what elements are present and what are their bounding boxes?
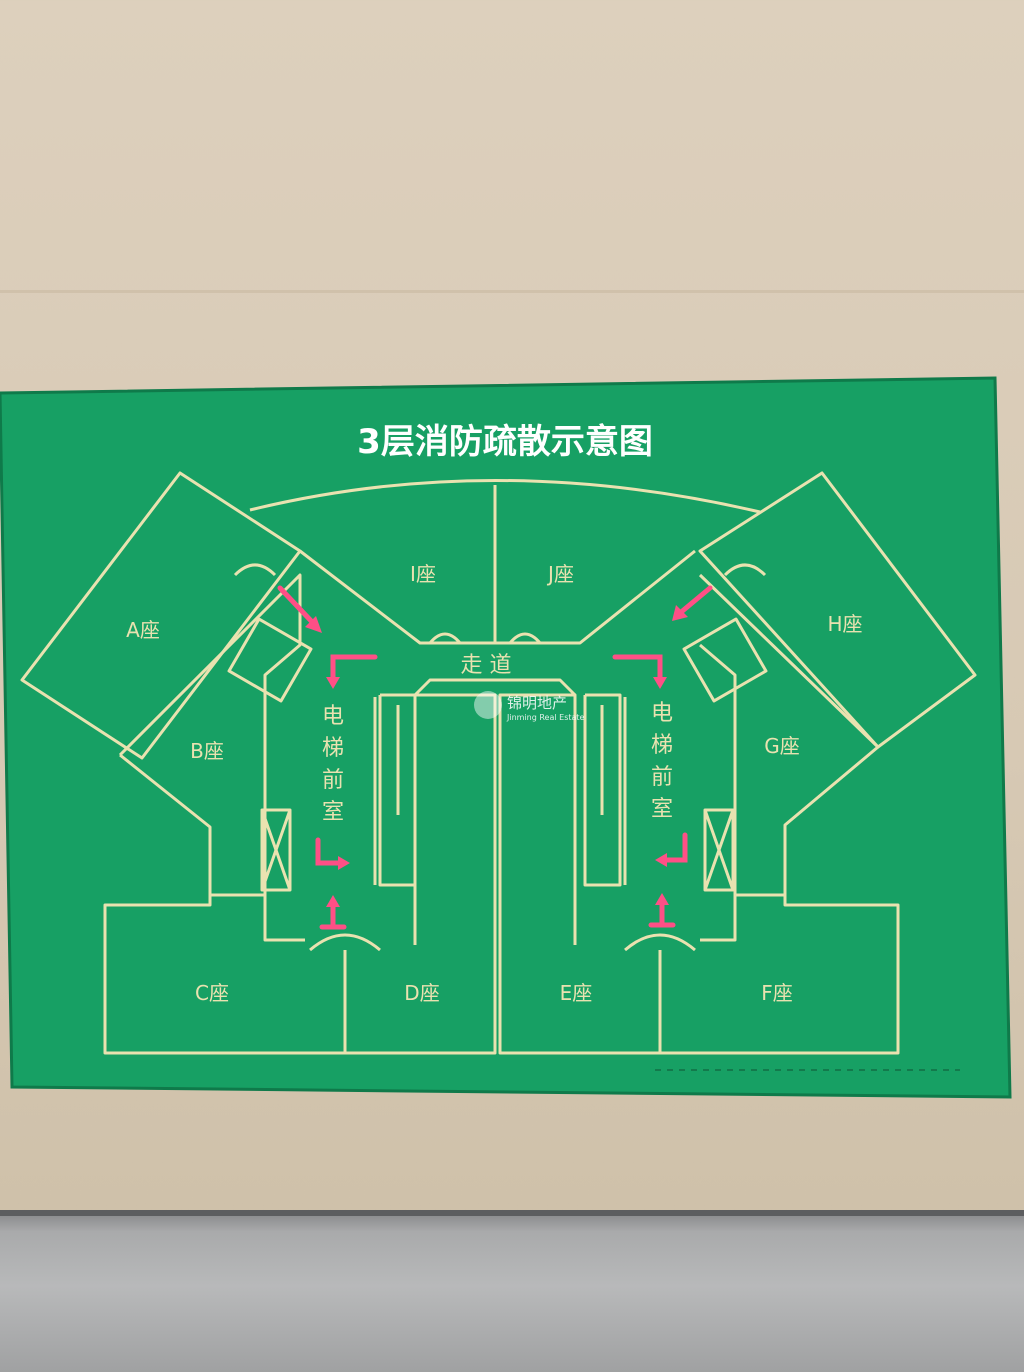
lobby-left-char-3: 前 — [322, 768, 344, 793]
arrow-right-diagonal — [677, 585, 713, 616]
sign-board — [0, 378, 1010, 1097]
left-shaft-2 — [260, 808, 292, 892]
label-wing-a: A座 — [126, 618, 160, 642]
wing-c-outline — [103, 855, 347, 1055]
arrow-right-down-head — [655, 853, 667, 867]
arrow-right-corridor-head — [653, 677, 667, 689]
right-stair — [583, 693, 622, 887]
arrow-right-down — [662, 832, 688, 863]
arrow-right-up-head — [655, 893, 669, 905]
watermark-name: 锦明地产 — [507, 694, 567, 712]
arrow-left-down-head — [338, 856, 350, 870]
corridor-lower — [413, 678, 577, 697]
left-stair — [378, 693, 417, 887]
left-shaft-x2 — [260, 809, 292, 891]
lobby-right-char-2: 梯 — [651, 733, 673, 758]
label-wing-b: B座 — [190, 739, 224, 763]
metal-trim — [0, 1210, 1024, 1372]
label-wing-i: I座 — [410, 562, 436, 586]
wing-e-outline — [498, 693, 660, 1055]
label-wing-e: E座 — [560, 981, 593, 1005]
evacuation-arrows — [277, 585, 713, 930]
door-left-top — [233, 563, 277, 577]
arrow-left-up-head — [326, 895, 340, 907]
label-lobby-right: 电 梯 前 室 — [651, 701, 673, 822]
door-right-bottom — [624, 933, 696, 952]
arrow-right-corridor — [612, 654, 663, 683]
arrow-left-down — [315, 837, 343, 866]
label-wing-f: F座 — [761, 981, 793, 1005]
label-wing-h: H座 — [827, 612, 862, 636]
watermark-english: Jinming Real Estate — [506, 713, 585, 722]
sign-board-shade — [0, 376, 1012, 1099]
label-wing-g: G座 — [764, 734, 800, 758]
lobby-left-char-4: 室 — [322, 800, 344, 825]
right-lobby-outline — [700, 675, 737, 942]
left-shaft — [227, 617, 313, 703]
right-shaft-2 — [703, 808, 735, 892]
lobby-right-char-4: 室 — [651, 797, 673, 822]
lobby-right-char-1: 电 — [651, 701, 673, 726]
arrow-left-diagonal-head — [305, 616, 322, 633]
arrow-left-corridor — [330, 654, 378, 683]
arrow-left-diagonal — [277, 585, 318, 628]
label-wing-j: J座 — [546, 562, 574, 586]
watermark: 锦明地产 Jinming Real Estate — [474, 691, 585, 722]
sign-title: 3层消防疏散示意图 — [357, 422, 653, 462]
lobby-left-char-2: 梯 — [322, 736, 344, 761]
watermark-logo-icon — [474, 691, 502, 719]
evacuation-sign: 3层消防疏散示意图 — [0, 376, 1012, 1099]
door-right-top — [723, 563, 767, 577]
door-left-bottom — [309, 933, 381, 952]
lobby-right-char-3: 前 — [651, 765, 673, 790]
door-corridor-mid — [508, 632, 542, 644]
right-shaft-x2 — [703, 809, 735, 891]
floor-plan — [20, 471, 977, 1055]
label-wing-d: D座 — [404, 981, 439, 1005]
label-corridor: 走 道 — [461, 653, 512, 678]
arrow-right-diagonal-head — [672, 605, 688, 621]
left-lobby-outline — [263, 675, 305, 942]
lobby-left-char-1: 电 — [322, 704, 344, 729]
top-arc — [249, 479, 761, 514]
door-corridor-left — [428, 632, 462, 644]
right-shaft — [682, 617, 768, 703]
wing-h-outline — [698, 471, 977, 749]
wing-f-outline — [658, 855, 900, 1055]
wall-seam — [0, 290, 1024, 293]
arrow-left-corridor-head — [326, 677, 340, 689]
label-lobby-left: 电 梯 前 室 — [322, 704, 344, 825]
label-wing-c: C座 — [195, 981, 229, 1005]
